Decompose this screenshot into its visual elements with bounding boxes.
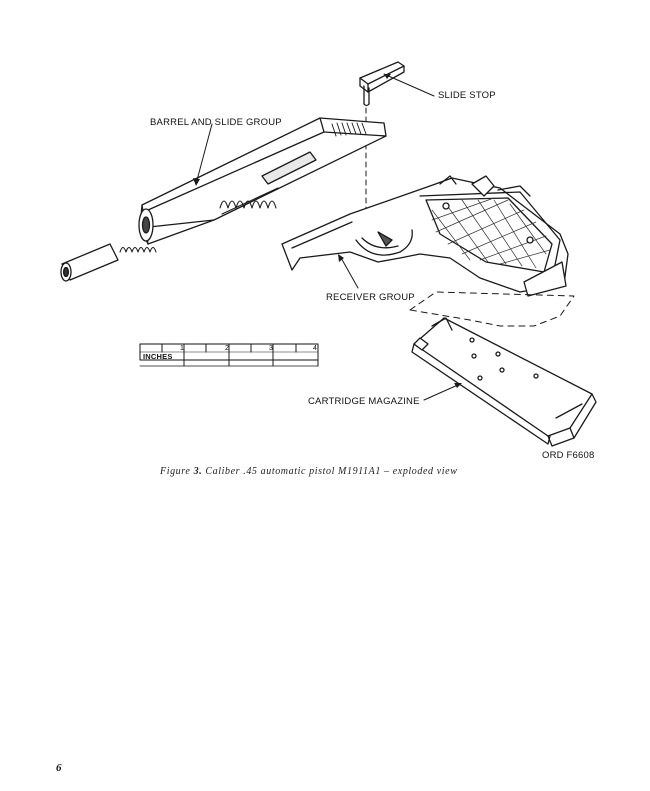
scale-tick-3: 3 xyxy=(269,345,274,352)
label-barrel-slide-group: BARREL AND SLIDE GROUP xyxy=(150,117,282,128)
label-figure-code: ORD F6608 xyxy=(542,450,595,461)
caption-body: Caliber .45 automatic pistol M1911A1 – e… xyxy=(205,466,458,477)
scale-tick-1: 1 xyxy=(180,345,185,352)
caption-prefix: Figure xyxy=(160,466,191,477)
receiver-group-part xyxy=(281,175,569,297)
figure-caption: Figure 3. Caliber .45 automatic pistol M… xyxy=(160,466,457,477)
scale-tick-4: 4 xyxy=(313,345,318,352)
recoil-spring-part xyxy=(119,246,157,253)
label-cartridge-magazine: CARTRIDGE MAGAZINE xyxy=(308,396,420,407)
label-slide-stop: SLIDE STOP xyxy=(438,90,496,101)
inch-scale-bar xyxy=(139,343,319,367)
cartridge-magazine-part xyxy=(411,317,597,447)
slide-stop-part xyxy=(359,61,435,107)
recoil-spring-plug-part xyxy=(60,243,119,282)
label-receiver-group: RECEIVER GROUP xyxy=(326,292,415,303)
page-number: 6 xyxy=(56,762,62,774)
scale-unit-label: INCHES xyxy=(143,352,173,361)
caption-number: 3. xyxy=(193,466,203,477)
barrel-slide-group-part xyxy=(138,117,387,245)
scale-tick-2: 2 xyxy=(225,345,230,352)
